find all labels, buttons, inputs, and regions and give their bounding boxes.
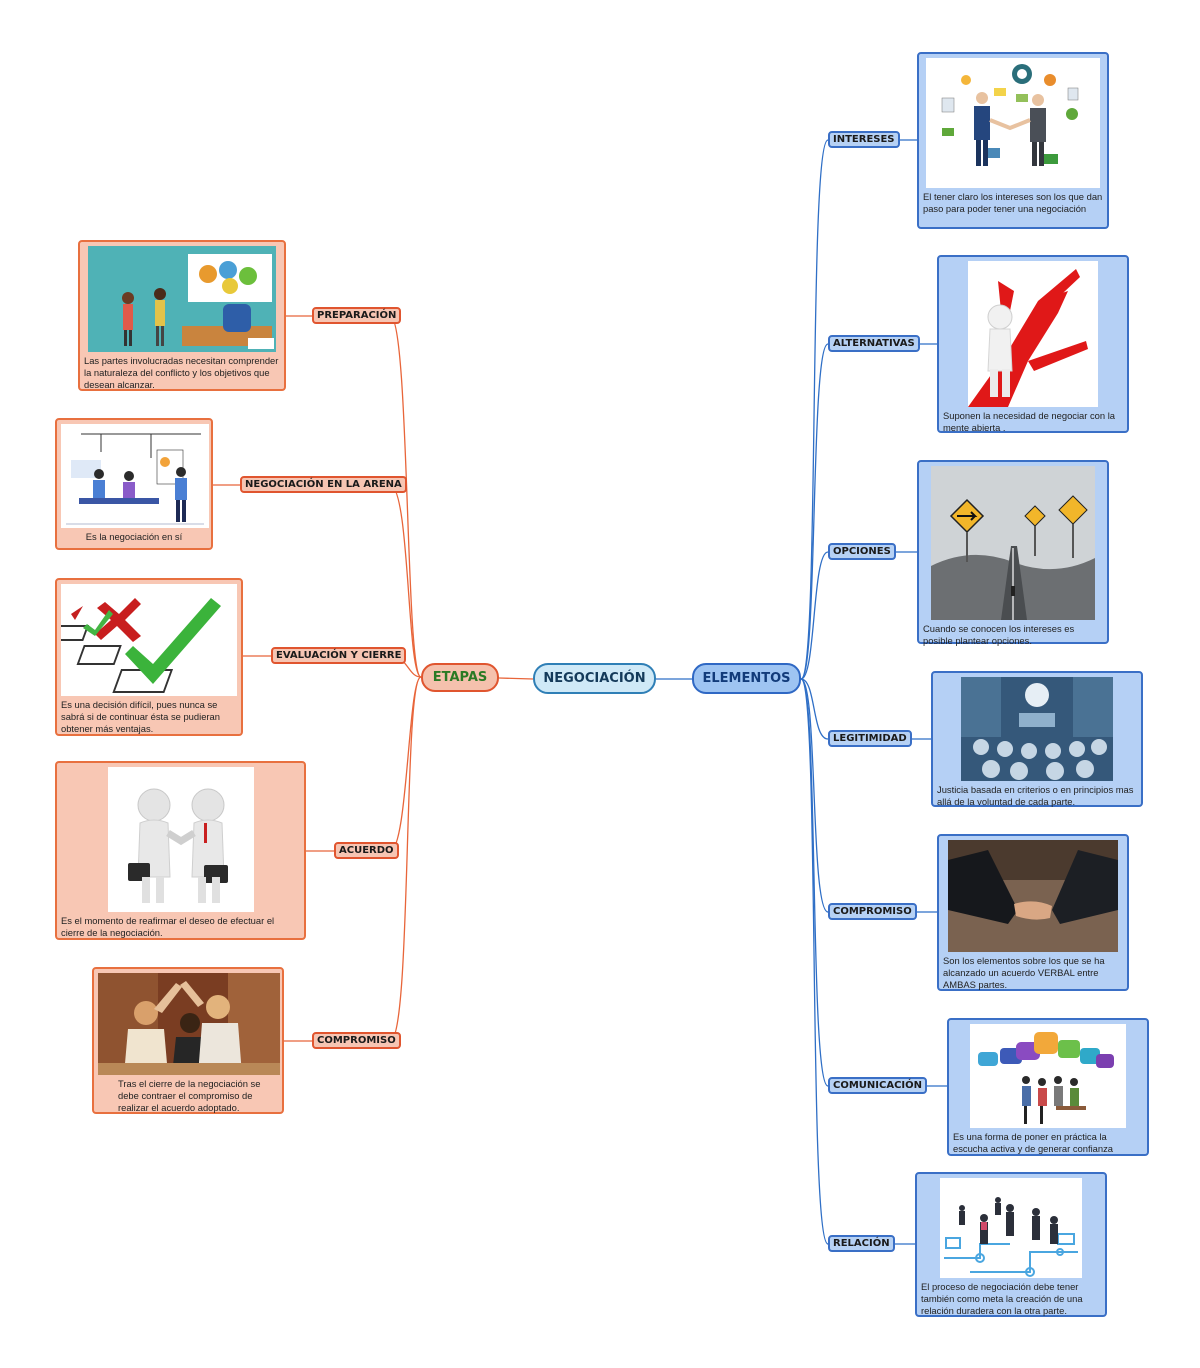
team-meeting-illustration: [61, 424, 209, 528]
note-comunicacion[interactable]: Es una forma de poner en práctica la esc…: [947, 1018, 1149, 1156]
courtroom-illustration: [961, 677, 1113, 781]
note-text: Es una forma de poner en práctica la esc…: [953, 1131, 1113, 1154]
branch-etapas[interactable]: ETAPAS: [421, 663, 499, 692]
topic-legitimidad[interactable]: LEGITIMIDAD: [828, 730, 912, 747]
central-topic[interactable]: NEGOCIACIÓN: [533, 663, 656, 694]
note-text: Justicia basada en criterios o en princi…: [937, 784, 1134, 807]
note-text: El tener claro los intereses son los que…: [923, 191, 1103, 214]
crossroads-arrows-illustration: [968, 261, 1098, 407]
topic-preparacion[interactable]: PREPARACIÓN: [312, 307, 402, 324]
note-text: Es el momento de reafirmar el deseo de e…: [61, 915, 275, 938]
note-opciones[interactable]: Cuando se conocen los intereses es posib…: [917, 460, 1109, 646]
note-compromiso-elemento[interactable]: Son los elementos sobre los que se ha al…: [937, 834, 1129, 991]
note-text: Suponen la necesidad de negociar con la …: [943, 410, 1116, 433]
note-acuerdo[interactable]: Es el momento de reafirmar el deseo de e…: [55, 761, 306, 940]
note-text: Las partes involucradas necesitan compre…: [84, 355, 279, 390]
note-evaluacion-cierre[interactable]: Es una decisión difícil, pues nunca se s…: [55, 578, 243, 736]
speech-bubbles-illustration: [970, 1024, 1126, 1128]
topic-compromiso-elemento[interactable]: COMPROMISO: [828, 903, 917, 920]
handshake-photo: [948, 840, 1118, 952]
note-text: El proceso de negociación debe tener tam…: [921, 1281, 1083, 1316]
note-text: Cuando se conocen los intereses es posib…: [923, 623, 1075, 646]
topic-intereses[interactable]: INTERESES: [828, 131, 900, 148]
note-alternativas[interactable]: Suponen la necesidad de negociar con la …: [937, 255, 1129, 433]
topic-negociacion-arena[interactable]: NEGOCIACIÓN EN LA ARENA: [240, 476, 407, 493]
celebration-photo: [98, 973, 280, 1075]
meeting-illustration: [88, 246, 276, 352]
note-relacion[interactable]: El proceso de negociación debe tener tam…: [915, 1172, 1107, 1317]
note-intereses[interactable]: El tener claro los intereses son los que…: [917, 52, 1109, 229]
checkmarks-illustration: [61, 584, 237, 696]
road-signs-photo: [931, 466, 1095, 620]
note-preparacion[interactable]: Las partes involucradas necesitan compre…: [78, 240, 286, 391]
business-network-illustration: [940, 1178, 1082, 1278]
note-legitimidad[interactable]: Justicia basada en criterios o en princi…: [931, 671, 1143, 807]
topic-evaluacion-cierre[interactable]: EVALUACIÓN Y CIERRE: [271, 647, 407, 664]
topic-compromiso-etapa[interactable]: COMPROMISO: [312, 1032, 401, 1049]
branch-elementos[interactable]: ELEMENTOS: [692, 663, 801, 694]
note-text: Tras el cierre de la negociación se debe…: [118, 1078, 261, 1113]
handshake-figures-illustration: [107, 767, 254, 912]
business-handshake-illustration: [926, 58, 1100, 188]
topic-acuerdo[interactable]: ACUERDO: [334, 842, 399, 859]
topic-comunicacion[interactable]: COMUNICACIÓN: [828, 1077, 928, 1094]
note-text: Es una decisión difícil, pues nunca se s…: [61, 699, 220, 734]
note-text: Son los elementos sobre los que se ha al…: [943, 955, 1105, 990]
note-text: Es la negociación en sí: [85, 531, 183, 542]
note-negociacion-arena[interactable]: Es la negociación en sí: [55, 418, 213, 550]
topic-relacion[interactable]: RELACIÓN: [828, 1235, 895, 1252]
topic-alternativas[interactable]: ALTERNATIVAS: [828, 335, 920, 352]
note-compromiso-etapa[interactable]: Tras el cierre de la negociación se debe…: [92, 967, 284, 1114]
topic-opciones[interactable]: OPCIONES: [828, 543, 896, 560]
